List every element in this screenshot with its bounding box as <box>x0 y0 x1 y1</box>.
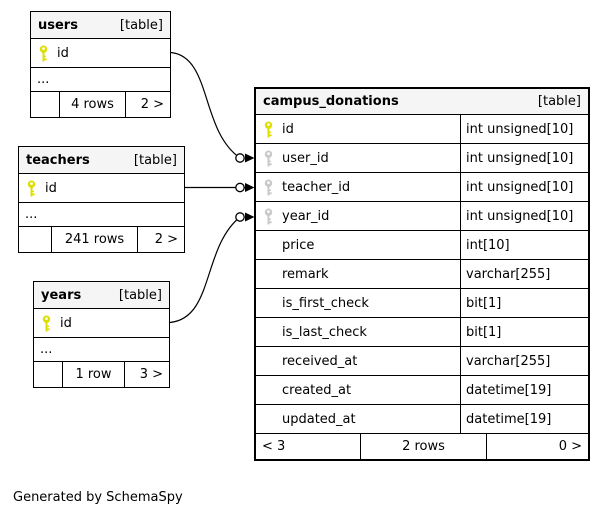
table-header: years [table] <box>34 282 169 309</box>
table-type-tag: [table] <box>537 94 581 109</box>
ellipsis-row: ... <box>34 338 169 362</box>
child-count: 2 > <box>125 92 170 117</box>
column-name: received_at <box>282 353 358 369</box>
table-header: campus_donations [table] <box>256 89 588 115</box>
primary-key-icon <box>256 121 282 138</box>
column-row: is_first_check bit[1] <box>256 289 588 318</box>
table-name[interactable]: years <box>41 287 82 303</box>
column-name: id <box>45 180 57 196</box>
row-count: 1 row <box>62 362 124 387</box>
column-name: user_id <box>282 150 329 166</box>
primary-key-icon <box>19 180 45 197</box>
table-header: teachers [table] <box>19 147 184 174</box>
column-name: id <box>57 45 69 61</box>
zero-or-one-marker <box>235 153 245 163</box>
column-name: price <box>282 237 315 253</box>
table-node-users[interactable]: users [table] id ... 4 rows 2 > <box>30 11 171 118</box>
column-type: varchar[255] <box>460 260 588 288</box>
column-type: varchar[255] <box>460 347 588 375</box>
table-footer: 241 rows 2 > <box>19 227 184 252</box>
primary-key-icon <box>31 45 57 62</box>
table-name[interactable]: users <box>38 17 78 33</box>
child-count: 2 > <box>137 227 184 252</box>
column-name: updated_at <box>282 411 356 427</box>
foreign-key-icon <box>256 179 282 196</box>
column-type: datetime[19] <box>460 405 588 433</box>
ellipsis-row: ... <box>31 68 170 92</box>
column-row: id <box>31 39 170 68</box>
column-type: datetime[19] <box>460 376 588 404</box>
child-count: 3 > <box>124 362 169 387</box>
table-name[interactable]: campus_donations <box>263 94 399 109</box>
column-type: int unsigned[10] <box>460 202 588 230</box>
parent-count: < 3 <box>262 439 286 454</box>
column-name: remark <box>282 266 329 282</box>
table-node-teachers[interactable]: teachers [table] id ... 241 rows 2 > <box>18 146 185 253</box>
column-row: is_last_check bit[1] <box>256 318 588 347</box>
column-type: int unsigned[10] <box>460 173 588 201</box>
table-footer: 1 row 3 > <box>34 362 169 387</box>
row-count: 4 rows <box>59 92 125 117</box>
column-type: int unsigned[10] <box>460 115 588 143</box>
ellipsis-row: ... <box>19 203 184 227</box>
primary-key-icon <box>34 315 60 332</box>
column-row: user_id int unsigned[10] <box>256 144 588 173</box>
column-row: teacher_id int unsigned[10] <box>256 173 588 202</box>
parent-count <box>34 362 62 387</box>
column-name: id <box>282 121 294 137</box>
column-name: created_at <box>282 382 352 398</box>
table-name[interactable]: teachers <box>26 152 90 168</box>
column-name: teacher_id <box>282 179 351 195</box>
zero-or-one-marker <box>235 212 245 222</box>
column-row: id <box>34 309 169 338</box>
row-count: 241 rows <box>51 227 137 252</box>
table-type-tag: [table] <box>133 152 177 168</box>
column-name: is_last_check <box>282 324 367 340</box>
table-type-tag: [table] <box>118 287 162 303</box>
foreign-key-icon <box>256 208 282 225</box>
parent-count <box>19 227 51 252</box>
column-name: is_first_check <box>282 295 369 311</box>
row-count: 2 rows <box>360 434 486 459</box>
column-type: bit[1] <box>460 289 588 317</box>
child-count: 0 > <box>486 434 588 459</box>
column-name: id <box>60 315 72 331</box>
table-type-tag: [table] <box>119 17 163 33</box>
table-header: users [table] <box>31 12 170 39</box>
generated-by-note: Generated by SchemaSpy <box>13 490 183 505</box>
column-name: year_id <box>282 208 330 224</box>
column-type: bit[1] <box>460 318 588 346</box>
table-footer: < 3 2 rows 0 > <box>256 434 588 459</box>
column-type: int[10] <box>460 231 588 259</box>
column-row: created_at datetime[19] <box>256 376 588 405</box>
column-row: remark varchar[255] <box>256 260 588 289</box>
zero-or-one-marker <box>235 182 245 193</box>
edge-users-to-user-id <box>170 51 241 159</box>
column-row: price int[10] <box>256 231 588 260</box>
column-row: updated_at datetime[19] <box>256 405 588 434</box>
column-row: id <box>19 174 184 203</box>
column-type: int unsigned[10] <box>460 144 588 172</box>
parent-count <box>31 92 59 117</box>
table-node-years[interactable]: years [table] id ... 1 row 3 > <box>33 281 170 388</box>
table-footer: 4 rows 2 > <box>31 92 170 117</box>
column-row: id int unsigned[10] <box>256 115 588 144</box>
table-node-campus-donations[interactable]: campus_donations [table] id int unsigned… <box>254 87 590 461</box>
column-row: received_at varchar[255] <box>256 347 588 376</box>
column-row: year_id int unsigned[10] <box>256 202 588 231</box>
foreign-key-icon <box>256 150 282 167</box>
